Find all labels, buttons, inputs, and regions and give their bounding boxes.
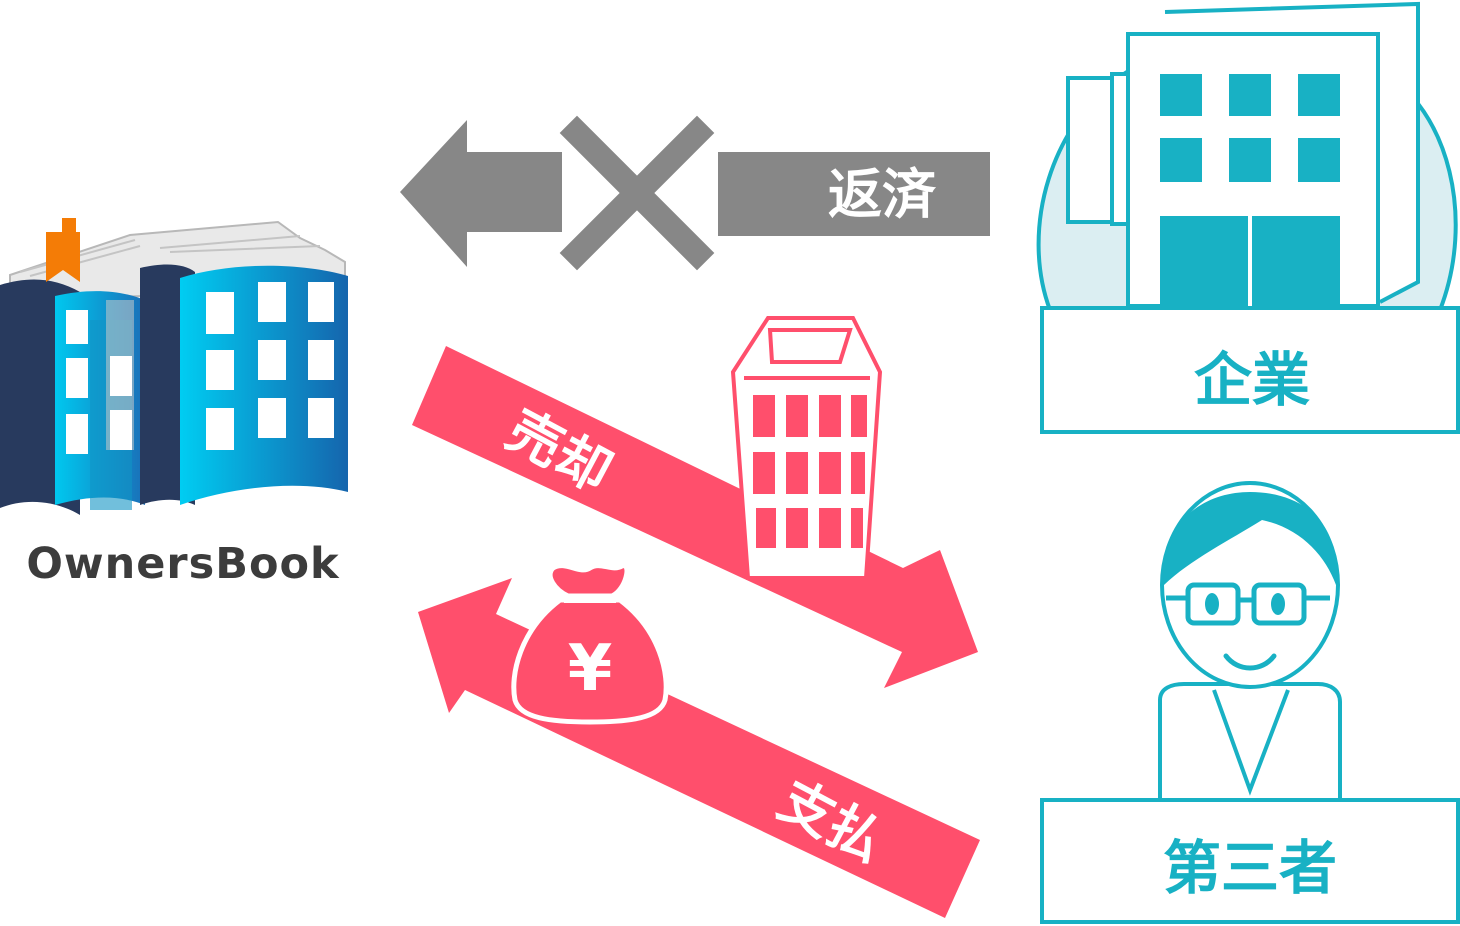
ownersbook-logo [0,218,348,515]
third-party-label: 第三者 [1163,834,1337,902]
third-party-label-box [1040,798,1460,924]
company-label-box [1040,306,1460,434]
brand-name: OwnersBook [26,539,340,589]
yen-symbol: ¥ [568,632,613,706]
company-label: 企業 [1194,346,1310,414]
cross-icon [548,104,726,282]
company-icon [1036,1,1458,312]
person-icon [1158,481,1342,800]
building-icon [730,316,883,580]
repayment-arrow: 返済 [400,120,990,267]
repayment-label: 返済 [828,163,937,226]
money-bag-icon: ¥ [511,563,669,725]
